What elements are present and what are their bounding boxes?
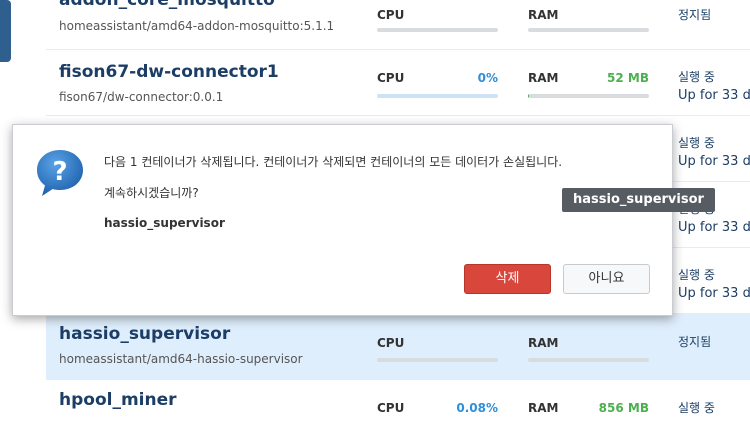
container-row-selected[interactable]: hassio_supervisor homeassistant/amd64-ha… [46, 314, 750, 380]
svg-text:?: ? [52, 157, 67, 187]
cpu-label: CPU [377, 336, 405, 350]
cpu-value: 0% [477, 71, 498, 85]
dialog-question: 계속하시겠습니까? [104, 186, 199, 200]
cpu-label: CPU [377, 401, 405, 415]
ram-bar [528, 94, 649, 98]
container-row[interactable]: fison67-dw-connector1 fison67/dw-connect… [46, 50, 750, 116]
uptime-text: Up for 33 d [678, 286, 750, 301]
status-text: 실행 중 [678, 268, 715, 282]
status-text: 정지됨 [678, 335, 712, 349]
container-name[interactable]: addon_core_mosquitto [59, 0, 275, 10]
name-tooltip: hassio_supervisor [562, 188, 715, 212]
container-image: homeassistant/amd64-addon-mosquitto:5.1.… [59, 19, 335, 33]
cpu-bar [377, 94, 498, 98]
uptime-text: Up for 33 d [678, 88, 750, 103]
ram-bar-fill [528, 94, 530, 98]
ram-value: 52 MB [607, 71, 649, 85]
uptime-text: Up for 33 d [678, 220, 750, 235]
uptime-text: Up for 33 d [678, 154, 750, 169]
ram-label: RAM [528, 8, 559, 22]
ram-value: 856 MB [598, 401, 649, 415]
delete-confirm-dialog: ? 다음 1 컨테이너가 삭제됩니다. 컨테이너가 삭제되면 컨테이너의 모든 … [12, 124, 673, 316]
container-row[interactable]: hpool_miner CPU 0.08% RAM 856 MB 실행 중 [46, 380, 750, 446]
container-image: homeassistant/amd64-hassio-supervisor [59, 352, 303, 366]
ram-label: RAM [528, 401, 559, 415]
cpu-value: 0.08% [456, 401, 498, 415]
cpu-bar [377, 358, 498, 362]
question-icon: ? [37, 150, 83, 196]
ram-bar [528, 358, 649, 362]
container-name[interactable]: hpool_miner [59, 390, 177, 410]
status-text: 실행 중 [678, 136, 715, 150]
container-name[interactable]: fison67-dw-connector1 [59, 62, 279, 82]
left-panel-tab[interactable] [0, 0, 11, 62]
container-row[interactable]: addon_core_mosquitto homeassistant/amd64… [46, 0, 750, 50]
status-text: 정지됨 [678, 8, 712, 22]
status-text: 실행 중 [678, 401, 715, 415]
ram-label: RAM [528, 71, 559, 85]
cpu-label: CPU [377, 71, 405, 85]
container-name[interactable]: hassio_supervisor [59, 324, 231, 344]
status-text: 실행 중 [678, 70, 715, 84]
ram-bar [528, 28, 649, 32]
dialog-target-name: hassio_supervisor [104, 216, 225, 230]
cpu-label: CPU [377, 8, 405, 22]
delete-button[interactable]: 삭제 [464, 264, 551, 294]
container-image: fison67/dw-connector:0.0.1 [59, 90, 224, 104]
dialog-message: 다음 1 컨테이너가 삭제됩니다. 컨테이너가 삭제되면 컨테이너의 모든 데이… [104, 155, 563, 169]
cpu-bar [377, 28, 498, 32]
ram-label: RAM [528, 336, 559, 350]
no-button[interactable]: 아니요 [563, 264, 650, 294]
